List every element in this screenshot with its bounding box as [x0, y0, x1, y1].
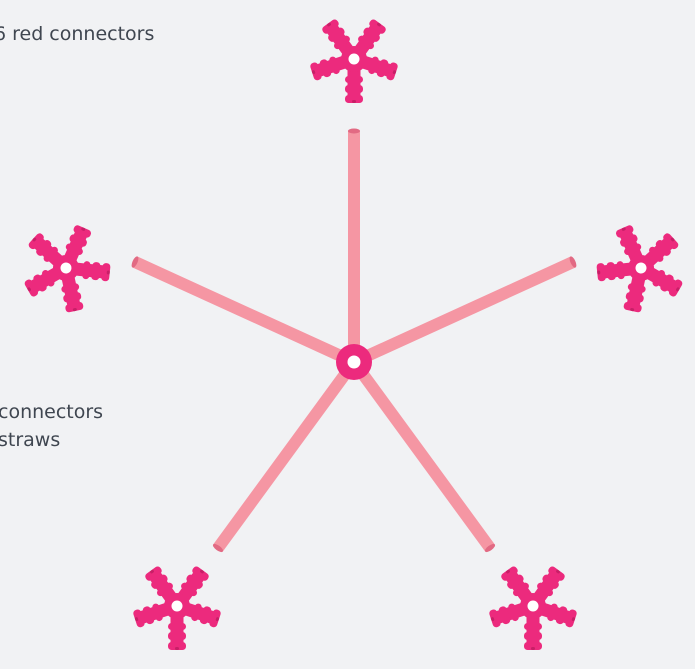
- straw-right: [351, 256, 577, 368]
- straw-end: [569, 256, 577, 268]
- connector-hole: [635, 262, 647, 274]
- connector-bottom-right: [489, 566, 577, 650]
- straw-end: [131, 256, 139, 268]
- outer-connectors-group: [24, 19, 683, 650]
- straw-bottom-left: [212, 358, 359, 553]
- connector-left: [24, 225, 111, 313]
- straws-group: [131, 128, 577, 553]
- straw-end: [484, 543, 496, 553]
- straw-left: [131, 256, 357, 368]
- connector-hole: [527, 600, 539, 612]
- connector-hole: [348, 53, 360, 65]
- connector-right: [596, 225, 683, 313]
- straw-bottom-right: [349, 358, 496, 553]
- connector-top: [310, 19, 398, 103]
- caption-connectors: connectors: [0, 401, 104, 423]
- center-hole: [347, 355, 361, 369]
- caption-straws: straws: [0, 429, 61, 451]
- center-connector: [336, 344, 372, 380]
- connector-hole: [171, 600, 183, 612]
- connector-bottom-left: [133, 566, 221, 650]
- connector-hole: [60, 262, 72, 274]
- caption-red-connectors: 6 red connectors: [0, 23, 155, 45]
- straw-end: [348, 128, 360, 134]
- straw-top: [348, 128, 360, 362]
- straw-end: [212, 543, 224, 553]
